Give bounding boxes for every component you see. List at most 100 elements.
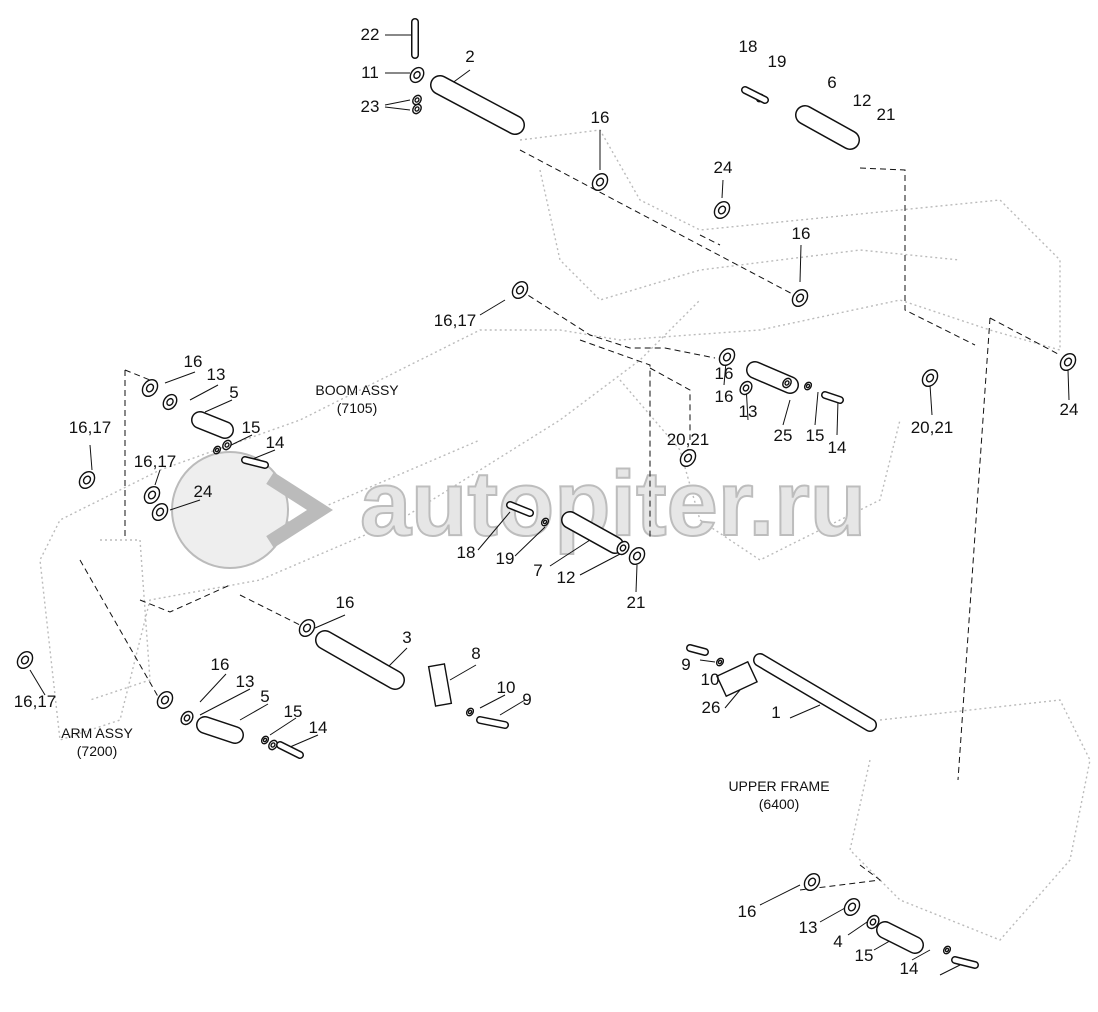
callout-label: 16: [211, 655, 230, 674]
callout-label: 10: [701, 670, 720, 689]
callout-label: 12: [557, 568, 576, 587]
washer-hole: [515, 285, 525, 295]
callout-label: 25: [774, 426, 793, 445]
callout-label: 24: [714, 158, 733, 177]
leader-line: [1067, 369, 1070, 401]
washer-hole: [214, 447, 220, 453]
leader-line: [449, 664, 477, 681]
leader-line: [635, 564, 638, 593]
leader-line: [836, 399, 839, 436]
axis-line: [519, 289, 716, 359]
callout-label: 12: [853, 91, 872, 110]
leader-line: [911, 949, 931, 961]
callout-label: 13: [207, 365, 226, 384]
washer-hole: [944, 947, 950, 953]
washer-hole: [413, 70, 421, 80]
callout-label: 19: [768, 52, 787, 71]
callout-label: 6: [827, 73, 836, 92]
leader-line: [169, 499, 201, 511]
callout-label: 21: [627, 593, 646, 612]
leader-line: [579, 552, 623, 576]
callout-label: 15: [806, 426, 825, 445]
callout-label: 8: [471, 644, 480, 663]
callout-label: 13: [739, 402, 758, 421]
callout-label: 7: [533, 561, 542, 580]
callout-label: 20,21: [667, 430, 710, 449]
pin: [431, 76, 524, 134]
leader-line: [939, 964, 961, 976]
watermark-logo: [171, 451, 333, 569]
leader-line: [29, 669, 46, 696]
washer-hole: [183, 714, 191, 722]
pin: [687, 645, 708, 655]
axis-line: [989, 317, 1061, 356]
leader-line: [549, 539, 591, 567]
callout-label: 5: [260, 687, 269, 706]
pin: [277, 742, 303, 758]
callout-label: 19: [496, 549, 515, 568]
washer-hole: [717, 659, 723, 665]
washer-hole: [847, 902, 857, 912]
callout-label: 16,17: [434, 311, 477, 330]
callout-label: 2: [465, 47, 474, 66]
washer-hole: [467, 709, 473, 715]
leader-line: [289, 734, 319, 748]
callout-label: 14: [266, 433, 285, 452]
leader-line: [819, 907, 846, 923]
pin: [507, 502, 533, 516]
leader-line: [929, 384, 933, 416]
leader-line: [759, 884, 801, 906]
boom-assy-name: BOOM ASSY: [315, 382, 399, 398]
washer-hole: [807, 877, 817, 887]
leader-line: [479, 299, 506, 316]
washer-hole: [717, 205, 727, 215]
boom-assy-code: (7105): [337, 400, 377, 416]
leader-line: [847, 919, 871, 936]
callout-label: 16,17: [14, 692, 57, 711]
axis-line: [579, 339, 651, 540]
callout-label: 11: [361, 63, 379, 82]
leader-line: [514, 526, 546, 557]
axis-line: [799, 864, 882, 891]
pin: [742, 87, 768, 103]
washer-hole: [160, 695, 170, 705]
leader-line: [314, 614, 346, 629]
callout-label: 4: [833, 932, 842, 951]
pin: [316, 631, 404, 689]
leader-line: [721, 179, 724, 199]
leader-line: [699, 659, 716, 663]
washer-hole: [145, 383, 155, 393]
washer-hole: [542, 519, 548, 525]
callout-label: 18: [457, 543, 476, 562]
washer-hole: [742, 384, 750, 392]
leader-line: [204, 399, 233, 413]
leader-line: [269, 717, 297, 736]
callout-label: 15: [284, 702, 303, 721]
axis-line: [649, 367, 691, 440]
leader-line: [789, 704, 821, 719]
washer-hole: [262, 737, 268, 743]
callout-label: 13: [236, 672, 255, 691]
washer-hole: [619, 544, 627, 552]
callout-label: 16,17: [69, 418, 112, 437]
callout-label: 15: [855, 946, 874, 965]
washer-hole: [414, 97, 420, 103]
pin: [822, 392, 843, 403]
arm-assy-name: ARM ASSY: [61, 725, 133, 741]
callout-label: 26: [702, 698, 721, 717]
washer-hole: [20, 655, 30, 665]
axis-line: [124, 369, 151, 381]
leader-line: [814, 391, 819, 426]
leader-line: [479, 694, 506, 709]
callout-label: 16: [792, 224, 811, 243]
callout-label: 24: [1060, 400, 1079, 419]
callout-label: 13: [799, 918, 818, 937]
callout-label: 16,17: [134, 452, 177, 471]
leader-line: [164, 371, 196, 384]
assembly-labels: BOOM ASSY (7105) ARM ASSY (7200) UPPER F…: [61, 382, 829, 812]
leader-line: [782, 399, 791, 426]
callout-label: 14: [828, 438, 847, 457]
pin: [754, 654, 876, 731]
axis-line: [859, 167, 976, 346]
washer-hole: [147, 490, 157, 500]
